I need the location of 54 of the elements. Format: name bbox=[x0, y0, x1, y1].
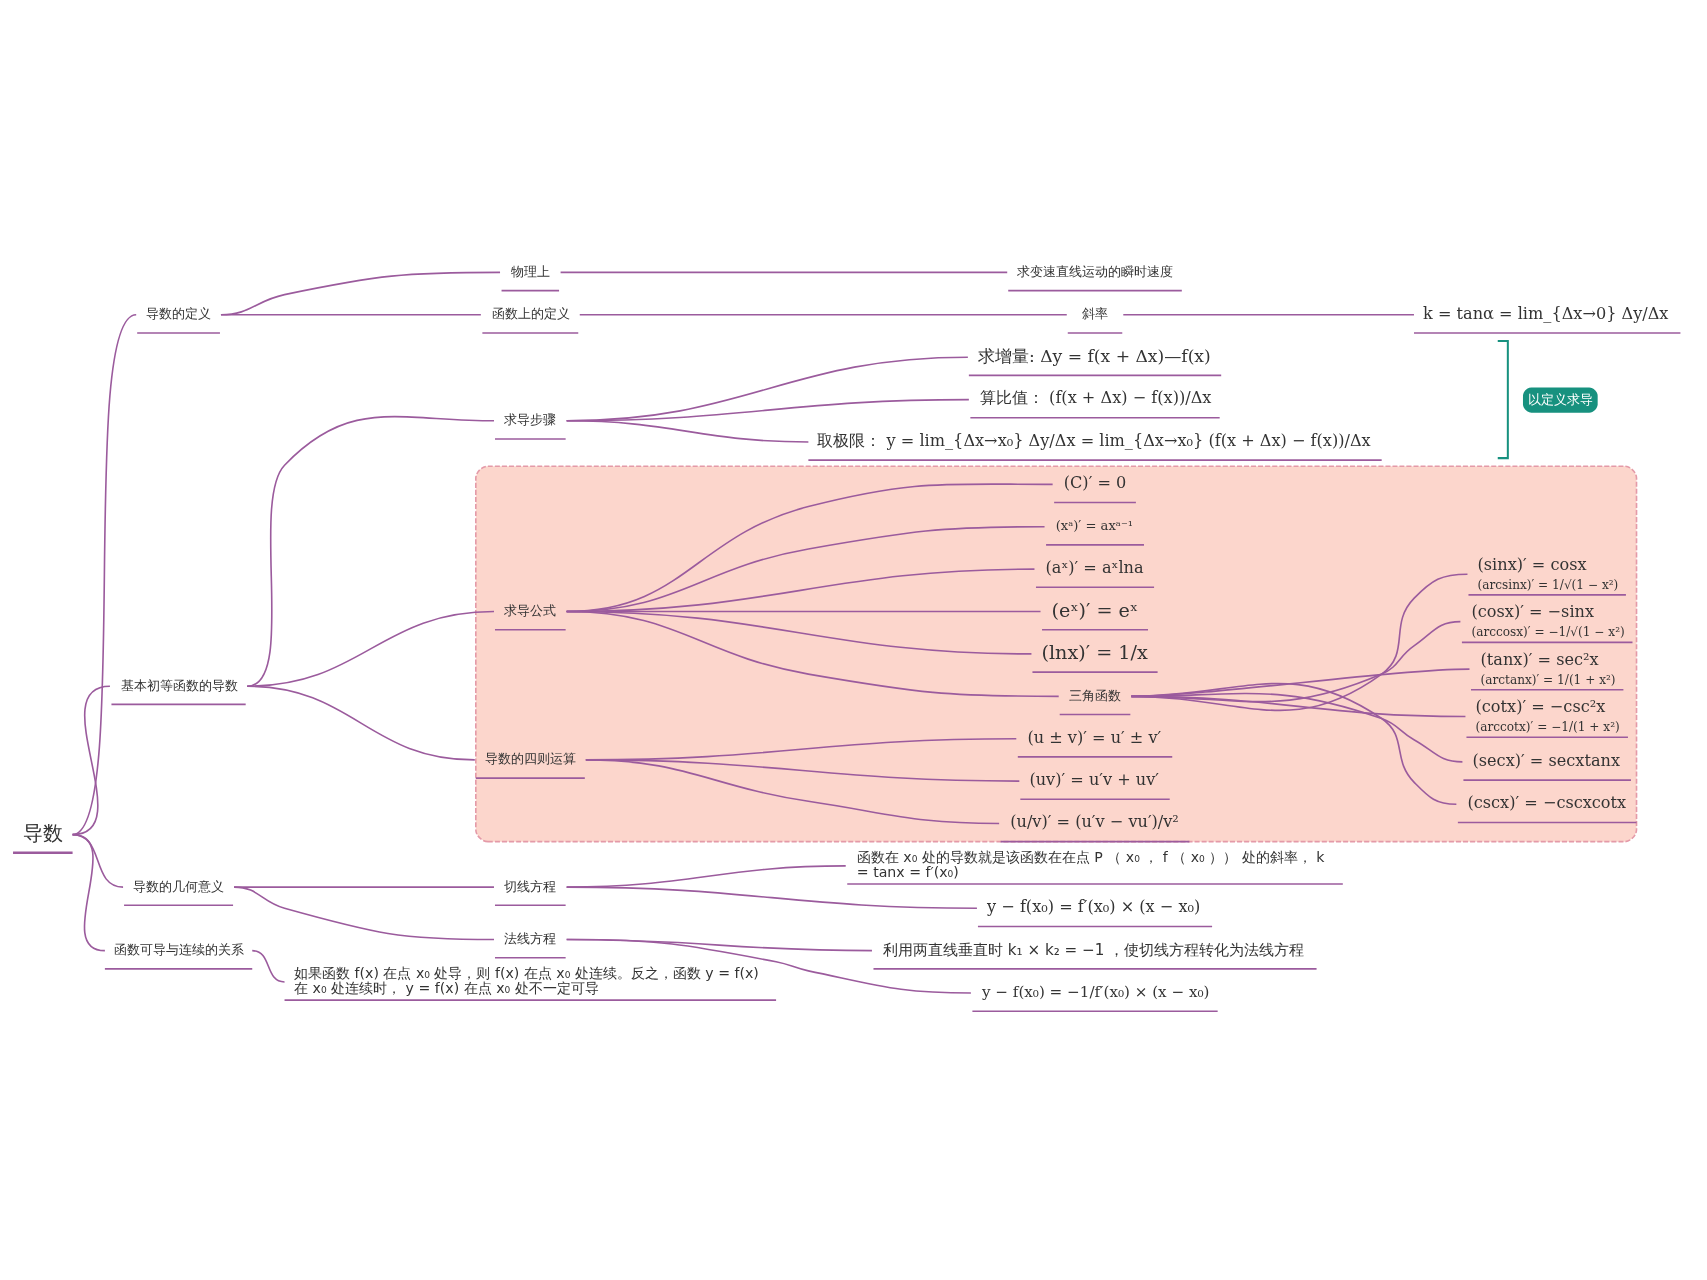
connector bbox=[1130, 573, 1468, 712]
node-text: y − f(x₀) = −1/f′(x₀) × (x − x₀) bbox=[981, 983, 1209, 1002]
node-text: 导数的几何意义 bbox=[132, 878, 224, 894]
connector bbox=[565, 483, 1053, 613]
node-text: (lnx)′ = 1/x bbox=[1041, 641, 1148, 665]
connector bbox=[71, 833, 106, 952]
node-text: 取极限： y = lim_{Δx→x₀} Δy/Δx = lim_{Δx→x₀} (f(x + Δx) − f(x))/Δx bbox=[816, 430, 1371, 450]
node-text: (u/v)′ = (u′v − vu′)/v² bbox=[1009, 812, 1179, 832]
connector bbox=[232, 886, 495, 941]
node-text: y − f(x₀) = f′(x₀) × (x − x₀) bbox=[986, 897, 1200, 917]
node-text: (cotx)′ = −csc²x (arccotx)′ = −1/(1 + x²) bbox=[1475, 697, 1620, 735]
node-text: (aˣ)′ = aˣlna bbox=[1045, 557, 1144, 577]
node-text: (secx)′ = secxtanx bbox=[1472, 750, 1620, 770]
node-text: 算比值： (f(x + Δx) − f(x))/Δx bbox=[979, 388, 1211, 408]
node-text: 基本初等函数的导数 bbox=[120, 677, 238, 693]
node-text: 导数的定义 bbox=[145, 306, 211, 322]
connector bbox=[245, 685, 476, 761]
node-text: 利用两直线垂直时 k₁ × k₂ = −1 ，使切线方程转化为法线方程 bbox=[882, 940, 1304, 959]
node-text: (xᵃ)′ = axᵃ⁻¹ bbox=[1055, 518, 1133, 534]
connector bbox=[1130, 668, 1470, 698]
node-text: 如果函数 f(x) 在点 x₀ 处导，则 f(x) 在点 x₀ 处连续。反之，函数 y = f(x) 在 x₀ 处连续时， y = f(x) 在点 x₀ 处不一定可导 bbox=[293, 965, 759, 997]
connector bbox=[219, 314, 482, 316]
node-text: 函数上的定义 bbox=[491, 306, 570, 322]
node-text: (eˣ)′ = eˣ bbox=[1051, 598, 1138, 622]
connector bbox=[584, 737, 1017, 761]
node-text: k = tanα = lim_{Δx→0} Δy/Δx bbox=[1422, 303, 1668, 323]
node-text: 三角函数 bbox=[1068, 687, 1121, 703]
connector bbox=[219, 271, 501, 316]
node-text: (sinx)′ = cosx (arcsinx)′ = 1/√(1 − x²) bbox=[1477, 554, 1618, 592]
connector bbox=[559, 271, 1008, 274]
node-text: 求变速直线运动的瞬时速度 bbox=[1016, 263, 1173, 279]
node-text: (C)′ = 0 bbox=[1063, 473, 1126, 493]
connector bbox=[565, 419, 809, 443]
node-text: 物理上 bbox=[510, 263, 550, 279]
node-text: 求导公式 bbox=[503, 602, 556, 618]
connector bbox=[1122, 314, 1415, 316]
node-text: 求导步骤 bbox=[503, 412, 556, 428]
node-text: 法线方程 bbox=[503, 931, 556, 946]
node-text: (cscx)′ = −cscxcotx bbox=[1466, 793, 1626, 813]
node-text: 切线方程 bbox=[503, 878, 556, 894]
node-text: 斜率 bbox=[1081, 306, 1108, 322]
node-text: 求增量: Δy = f(x + Δx)—f(x) bbox=[977, 345, 1211, 366]
connector bbox=[578, 314, 1068, 316]
node-text: 函数在 x₀ 处的导数就是该函数在在点 P （ x₀ ， f （ x₀ ）） 处的斜率， k = tanx = f′(x₀) bbox=[856, 849, 1324, 881]
node-text: 导数 bbox=[22, 820, 63, 845]
node-text: (u ± v)′ = u′ ± v′ bbox=[1026, 727, 1161, 747]
connector bbox=[565, 886, 978, 910]
connector bbox=[250, 949, 285, 983]
node-text: 函数可导与连续的关系 bbox=[113, 942, 244, 958]
node-text: (uv)′ = u′v + uv′ bbox=[1028, 769, 1159, 789]
connector bbox=[565, 938, 972, 994]
node-text: (cosx)′ = −sinx (arccosx)′ = −1/√(1 − x²) bbox=[1471, 602, 1625, 640]
node-text: (tanx)′ = sec²x (arctanx)′ = 1/(1 + x²) bbox=[1480, 649, 1616, 687]
node-text: 导数的四则运算 bbox=[484, 751, 576, 767]
